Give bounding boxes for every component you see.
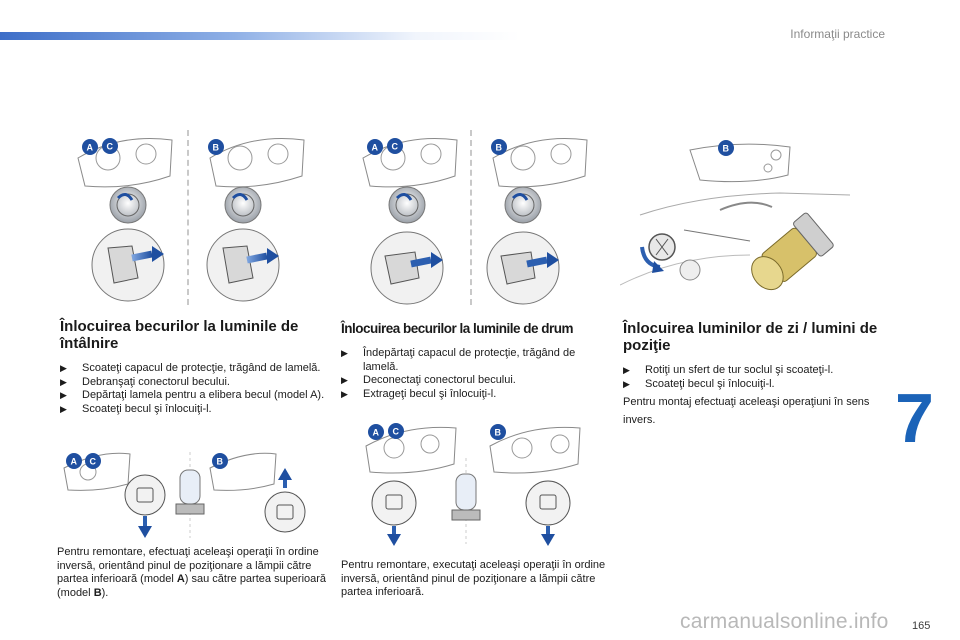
section-title-low-beam: Înlocuirea becurilor la luminile de întâ…: [60, 318, 299, 352]
badge-b: B: [213, 143, 220, 153]
list-item: ▶Îndepărtaţi capacul de protecţie, trăgâ…: [341, 347, 576, 373]
page-number: 165: [912, 620, 931, 632]
section-title-position-lights: Înlocuirea luminilor de zi / lumini de p…: [623, 320, 878, 354]
low-beam-illustration: A C B: [77, 137, 305, 302]
list-item: ▶Deconectaţi conectorul becului.: [341, 374, 516, 386]
list-item: ▶Scoateţi becul şi înlocuiţi-l.: [60, 402, 212, 415]
badge-b: B: [495, 428, 502, 438]
section-low-beam: Înlocuirea becurilor la luminile de întâ…: [60, 318, 330, 416]
steps-position-lights: ▶Rotiţi un sfert de tur soclul şi scoate…: [623, 364, 883, 391]
divider-2: [470, 130, 472, 305]
badge-a: A: [373, 428, 380, 438]
low-beam-bulb-illustration: A C B: [63, 452, 306, 538]
steps-low-beam: ▶Scoateţi capacul de protecţie, trăgând …: [60, 362, 330, 416]
bullet-icon: ▶: [341, 375, 348, 385]
section-title-high-beam: Înlocuirea becurilor la luminile de drum: [341, 321, 574, 336]
steps-high-beam: ▶Îndepărtaţi capacul de protecţie, trăgâ…: [341, 347, 606, 401]
list-item: ▶Rotiţi un sfert de tur soclul şi scoate…: [623, 364, 834, 376]
high-beam-bulb-illustration: A C B: [365, 423, 581, 546]
bullet-icon: ▶: [60, 363, 67, 373]
badge-c: C: [393, 427, 400, 437]
list-item: ▶Extrageţi becul şi înlocuiţi-l.: [341, 387, 497, 400]
badge-c: C: [90, 457, 97, 467]
badge-b: B: [723, 144, 730, 154]
bullet-icon: ▶: [623, 365, 630, 375]
page-section-title: Informaţii practice: [790, 27, 885, 41]
assembly-note-position-lights: Pentru montaj efectuaţi aceleaşi operaţi…: [623, 396, 870, 426]
bullet-icon: ▶: [60, 376, 67, 387]
bullet-icon: ▶: [341, 388, 348, 399]
bullet-icon: ▶: [60, 390, 67, 400]
bullet-icon: ▶: [341, 348, 348, 358]
list-item: ▶Scoateţi becul şi înlocuiţi-l.: [623, 377, 775, 390]
bullet-icon: ▶: [60, 403, 67, 414]
badge-a: A: [372, 143, 379, 153]
header-gradient-bar: [0, 32, 520, 40]
remount-note-low-beam: Pentru remontare, efectuaţi aceleaşi ope…: [57, 546, 327, 599]
section-position-lights: Înlocuirea luminilor de zi / lumini de p…: [623, 320, 883, 429]
badge-a: A: [87, 143, 94, 153]
remount-note-high-beam: Pentru remontare, executaţi aceleaşi ope…: [341, 559, 606, 598]
list-item: ▶Depărtaţi lamela pentru a elibera becul…: [60, 389, 325, 401]
watermark: carmanualsonline.info: [680, 610, 889, 633]
badge-a: A: [71, 457, 78, 467]
badge-b: B: [217, 457, 224, 467]
badge-b: B: [496, 143, 503, 153]
list-item: ▶Debranşaţi conectorul becului.: [60, 375, 230, 388]
note-low-beam: Pentru remontare, efectuaţi aceleaşi ope…: [57, 546, 327, 600]
high-beam-illustration: A C B: [362, 137, 588, 305]
position-light-illustration: B: [620, 140, 851, 291]
badge-c: C: [392, 142, 399, 152]
bullet-icon: ▶: [623, 378, 630, 389]
note-high-beam: Pentru remontare, executaţi aceleaşi ope…: [341, 559, 606, 600]
badge-c: C: [107, 142, 114, 152]
section-high-beam: Înlocuirea becurilor la luminile de drum…: [341, 320, 606, 401]
chapter-number: 7: [895, 379, 934, 457]
divider-1: [187, 130, 189, 305]
list-item: ▶Scoateţi capacul de protecţie, trăgând …: [60, 362, 321, 374]
